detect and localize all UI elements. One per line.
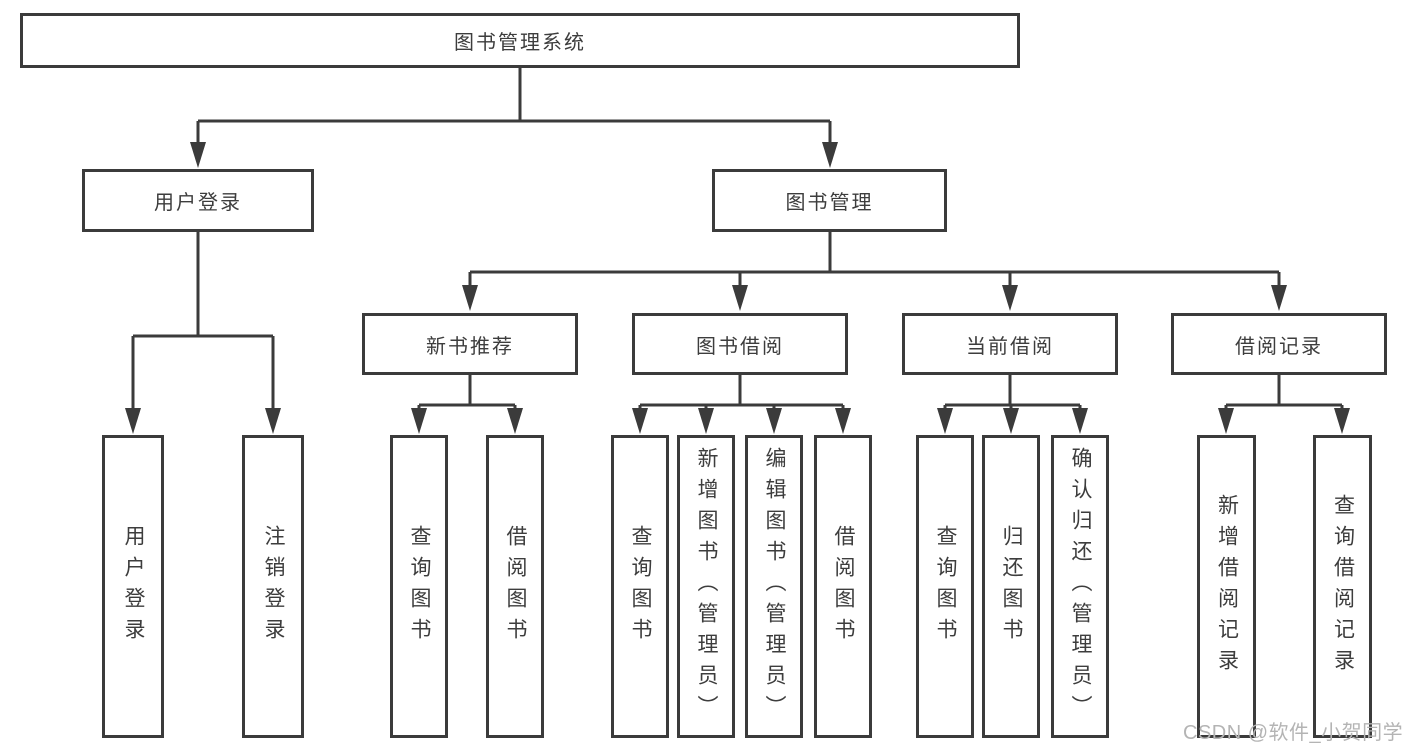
leaf-bb-add-books-admin: 新增图书（管理员） bbox=[677, 435, 735, 738]
leaf-cb-return-books: 归还图书 bbox=[982, 435, 1040, 738]
leaf-bb-query-books: 查询图书 bbox=[611, 435, 669, 738]
leaf-user-login: 用户登录 bbox=[102, 435, 164, 738]
node-borrowing-records: 借阅记录 bbox=[1171, 313, 1387, 375]
node-book-management: 图书管理 bbox=[712, 169, 947, 232]
node-current-borrowing: 当前借阅 bbox=[902, 313, 1118, 375]
arrowheads bbox=[125, 142, 1350, 434]
node-book-borrowing: 图书借阅 bbox=[632, 313, 848, 375]
leaf-nb-borrow-books: 借阅图书 bbox=[486, 435, 544, 738]
leaf-nb-query-books: 查询图书 bbox=[390, 435, 448, 738]
leaf-br-add-record: 新增借阅记录 bbox=[1197, 435, 1256, 738]
leaf-bb-edit-books-admin: 编辑图书（管理员） bbox=[745, 435, 803, 738]
node-user-login: 用户登录 bbox=[82, 169, 314, 232]
csdn-watermark: CSDN @软件_小贺同学 bbox=[1183, 722, 1404, 744]
node-library-management-system: 图书管理系统 bbox=[20, 13, 1020, 68]
node-new-book-recommendation: 新书推荐 bbox=[362, 313, 578, 375]
leaf-logout-login: 注销登录 bbox=[242, 435, 304, 738]
leaf-bb-borrow-books: 借阅图书 bbox=[814, 435, 872, 738]
leaf-cb-confirm-return-admin: 确认归还（管理员） bbox=[1051, 435, 1109, 738]
leaf-br-query-record: 查询借阅记录 bbox=[1313, 435, 1372, 738]
leaf-cb-query-books: 查询图书 bbox=[916, 435, 974, 738]
